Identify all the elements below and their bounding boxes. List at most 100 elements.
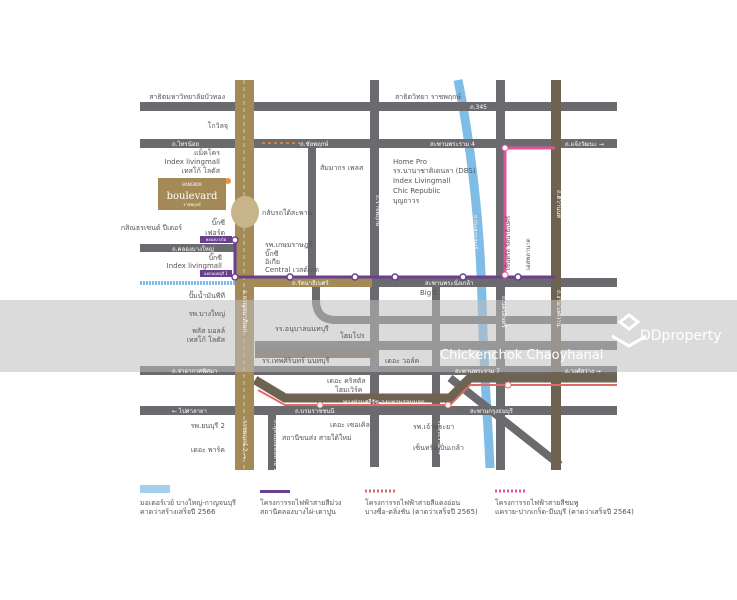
map-label: ราชพฤกษ์ 2 → — [241, 420, 249, 459]
expressway — [252, 373, 617, 403]
map-label: ถ.งามวงศ์วาน — [555, 290, 563, 327]
road-rattanathibet-gold — [235, 278, 372, 287]
place-label: Index livingmall — [165, 158, 220, 166]
map-label: แยกนนทบุรี 1 — [204, 271, 228, 277]
map-label: ถ.กาญจนาภิเษก — [241, 290, 248, 333]
place-label: Big C — [420, 289, 438, 297]
legend-motorway-swatch — [140, 485, 170, 493]
road-label: ถ.ไทรน้อย — [172, 140, 199, 148]
place-label: รพ.เกษมราษฎร์ — [265, 241, 312, 249]
place-label: แม็คโคร — [194, 148, 220, 157]
map-label: เอสพลานาด — [525, 238, 532, 270]
place-label: เทสโก้ โลตัส — [182, 166, 221, 175]
place-label: โฮมเวิร์ค — [335, 385, 363, 394]
road-vertical-2 — [432, 287, 440, 467]
place-label: รร.นานาชาติเดนลา (DBS) — [393, 167, 476, 175]
place-label: รร.เทพศิรินทร์ นนทบุรี — [262, 357, 330, 365]
place-label: Central เวสต์เกต — [265, 266, 319, 274]
road-label: ถ.345 — [470, 104, 487, 111]
map-label: ถ.ราชพฤกษ์ — [374, 195, 382, 227]
chao-phraya-river — [453, 79, 495, 469]
place-label: อิเกีย — [265, 258, 280, 266]
map-label: โครงการรถไฟฟ้าสายสีม่วง — [260, 498, 341, 507]
road-label: ถ.ชัยพฤกษ์ — [300, 140, 328, 148]
watermark-band — [0, 300, 737, 372]
road-label: ทางด่วนศรีรัช-วงแหวนรอบนอก — [343, 398, 425, 406]
place-label: โกวิลจุ — [208, 121, 228, 130]
map-label: BANGKOK — [182, 182, 202, 187]
watermark-brand: DDproperty — [640, 328, 722, 344]
map-label: ถ.ติวานนท์ — [555, 190, 563, 218]
place-label: เดอะ เซอเคิล — [330, 421, 370, 429]
road-nakhon-in — [496, 80, 505, 470]
place-label: Home Pro — [393, 158, 427, 166]
place-label: บิ๊กซี — [209, 252, 223, 262]
bangkok-boulevard-logo — [158, 178, 226, 210]
map-label: สถานีคลองบางไผ่-เตาปูน — [260, 507, 336, 516]
map-label: บางซื่อ-ตลิ่งชัน (คาดว่าเสร็จปี 2565) — [365, 507, 478, 516]
place-label: รพ.ยนบุรี 2 — [191, 422, 225, 430]
road-label: สะพานพระราม 7 — [455, 368, 500, 375]
legend-purple-swatch — [260, 490, 290, 493]
map-label: แคราย-ปากเกร็ด-มีนบุรี (คาดว่าเสร็จปี 25… — [495, 507, 634, 516]
roundabout — [231, 196, 259, 228]
map-label: มอเตอร์เวย์ บางใหญ่-กาญจนบุรี — [140, 498, 236, 507]
map-label: ไปพระราม → — [436, 419, 444, 455]
place-label: เฟอร์ด — [205, 229, 225, 237]
place-label: เซ็นทรัล ปิ่นเกล้า — [413, 443, 464, 452]
watermark-user: Chickenchok Chaoyhanai — [440, 348, 603, 363]
map-label: ถ.พุทธมณฑลสาย 1 — [272, 420, 279, 472]
place-label: รร.อนุบาลนนทบุรี — [275, 325, 329, 333]
place-label: กลับรถใต้สะพาน — [262, 208, 313, 217]
map-label: โครงการรถไฟฟ้าสายสีแดงอ่อน — [365, 498, 460, 507]
map-label: คาดว่าสร้างเสร็จปี 2566 — [140, 507, 216, 516]
road-diagonal — [447, 374, 563, 469]
legend: มอเตอร์เวย์ บางใหญ่-กาญจนบุรีคาดว่าสร้าง… — [140, 485, 634, 516]
map-label: คลองบางไผ่ — [206, 237, 227, 242]
ddproperty-logo-icon — [611, 313, 647, 348]
place-label: สาธิตมหาวิทยาลัยบัวทอง — [149, 93, 225, 101]
road-label: ถ.จ่าอากาศพิศมา — [172, 368, 217, 375]
place-label: ปั๊มน้ำมันพีที — [189, 289, 226, 300]
map-label: ถ.นครอินทร์ — [500, 296, 508, 329]
road-phutthamonthon1 — [268, 410, 276, 470]
map-label: ถ.ประชาราษฎร์ — [472, 215, 479, 250]
road-label: ถ.บรมราชชนนี — [295, 407, 334, 415]
place-label: โฮมโปร — [340, 331, 365, 340]
road-label: สะพานกรุงธนบุรี — [470, 407, 514, 415]
road-brown-vertical — [551, 80, 561, 470]
place-label: สาธิตวิทยา ราชพฤกษ์ — [395, 93, 461, 101]
place-label: สถานีขนส่ง สายใต้ใหม่ — [282, 433, 352, 442]
road-label: ถ.แจ้งวัฒนะ → — [565, 141, 604, 148]
place-label: บิ๊กซี — [212, 217, 226, 227]
place-label: บิ๊กซี — [265, 248, 279, 258]
place-label: Index livingmall — [167, 262, 222, 270]
road-label: ถ.รัตนาธิเบศร์ — [292, 279, 329, 287]
map-label: ราชพฤกษ์ — [183, 202, 201, 207]
road-kanchanaphisek — [235, 80, 254, 470]
place-label: สัมมากร เพลส — [320, 164, 364, 172]
place-label: รพ.บางใหญ่ — [189, 309, 225, 318]
road-rattanathibet — [235, 278, 617, 287]
place-label: Index Livingmall — [393, 177, 450, 185]
road-label: ถ.วงศ์สว่าง → — [565, 367, 601, 375]
place-label: Chic Republic — [393, 187, 440, 195]
place-label: กสิณธรเซนต์ ปีเตอร์ — [121, 224, 182, 232]
place-label: เดอะ คริสตัล — [327, 377, 366, 385]
road-label: สะพานพระราม 4 — [430, 141, 475, 148]
project-pin — [225, 178, 231, 184]
place-label: เดอะ วอล์ค — [385, 357, 420, 365]
road-label: ← ไปศาลายา — [172, 407, 207, 415]
road-vertical-1 — [308, 143, 316, 283]
place-label: บุญถาวร — [393, 197, 420, 205]
road-ratchaphruek — [370, 80, 379, 467]
place-label: รพ.เจ้าพระยา — [413, 423, 454, 431]
place-label: เทสโก้ โลตัส — [187, 335, 226, 344]
place-label: พลัส มอลล์ — [192, 327, 225, 335]
map-label: โครงการรถไฟฟ้าสายสีชมพู — [495, 498, 579, 507]
place-label: เดอะ พาร์ค — [191, 446, 225, 454]
map-label: boulevard — [167, 191, 218, 202]
road-label: ถ.คลองบางใหญ่ — [172, 245, 214, 253]
road-khlong-bangyai — [140, 244, 235, 252]
